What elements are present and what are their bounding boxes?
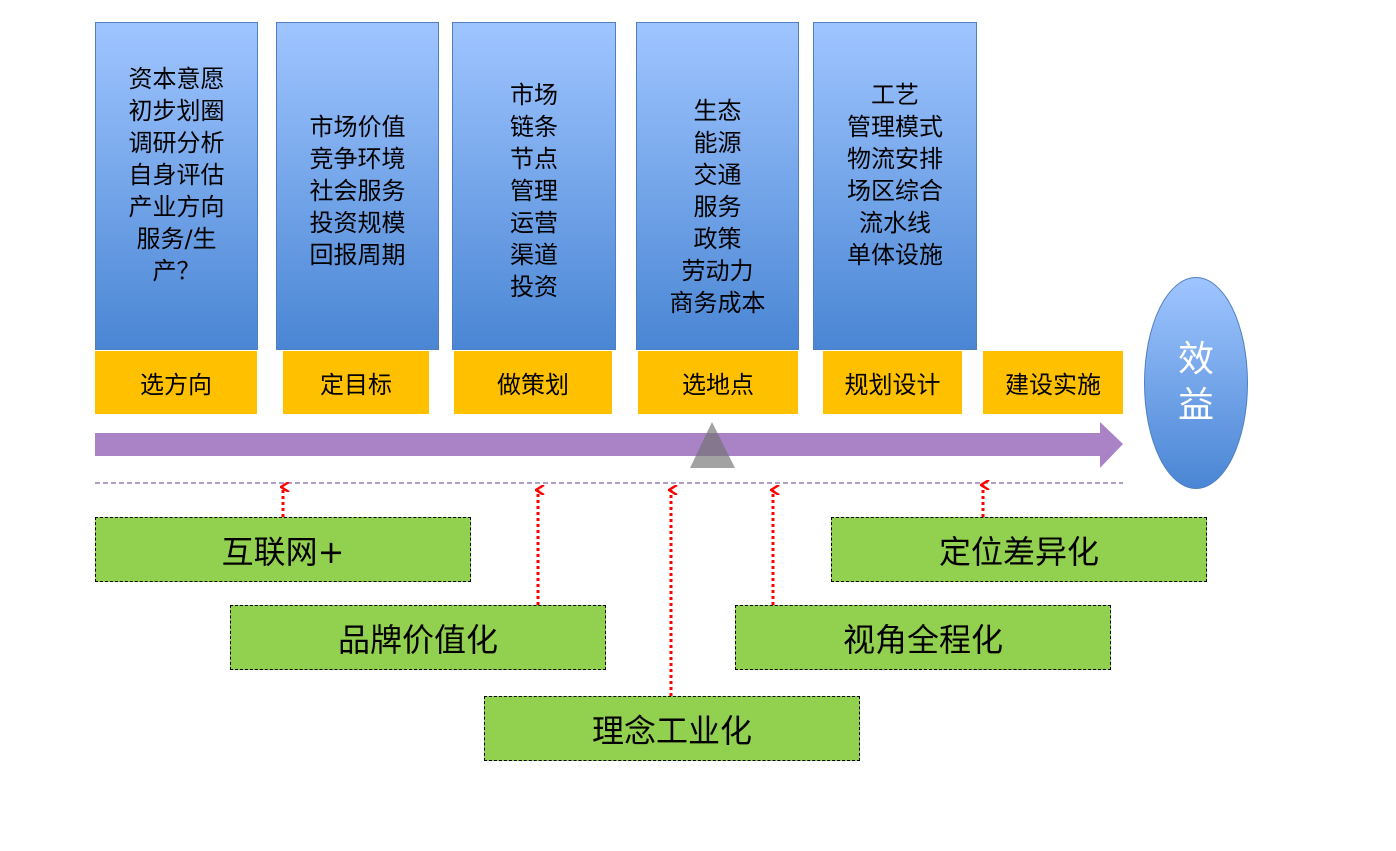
detail-item: 产？ bbox=[152, 257, 201, 285]
detail-item: 渠道 bbox=[510, 241, 558, 269]
principle-box: 定位差异化 bbox=[831, 517, 1207, 582]
result-ellipse: 效 益 bbox=[1144, 277, 1248, 489]
detail-item: 商务成本 bbox=[669, 289, 766, 317]
detail-item: 工艺 bbox=[871, 81, 919, 109]
principle-box: 理念工业化 bbox=[484, 696, 860, 761]
detail-item: 单体设施 bbox=[847, 241, 943, 269]
stage-details-2: 市场价值 竞争环境 社会服务 投资规模 回报周期 bbox=[276, 22, 439, 350]
stage-details-4: 生态 能源 交通 服务 政策 劳动力 商务成本 bbox=[636, 22, 799, 350]
detail-item: 管理模式 bbox=[847, 113, 943, 141]
detail-item: 链条 bbox=[510, 113, 558, 141]
detail-item: 政策 bbox=[693, 225, 742, 253]
principle-box: 品牌价值化 bbox=[230, 605, 606, 670]
detail-item: 市场价值 bbox=[309, 113, 406, 141]
detail-item: 节点 bbox=[510, 145, 558, 173]
detail-item: 投资 bbox=[510, 273, 558, 301]
detail-item: 服务/生 bbox=[136, 225, 217, 253]
detail-item: 生态 bbox=[693, 97, 742, 125]
detail-item: 服务 bbox=[693, 193, 742, 221]
stage-label-1: 选方向 bbox=[95, 351, 257, 414]
stage-label-5: 规划设计 bbox=[823, 351, 962, 414]
stage-details-3: 市场 链条 节点 管理 运营 渠道 投资 bbox=[452, 22, 616, 350]
detail-item: 产业方向 bbox=[128, 193, 225, 221]
detail-item: 物流安排 bbox=[847, 145, 943, 173]
detail-item: 调研分析 bbox=[128, 129, 225, 157]
detail-item: 交通 bbox=[693, 161, 742, 189]
detail-item: 投资规模 bbox=[309, 209, 406, 237]
detail-item: 场区综合 bbox=[847, 177, 943, 205]
principle-box: 互联网+ bbox=[95, 517, 471, 582]
detail-item: 回报周期 bbox=[309, 241, 406, 269]
detail-item: 能源 bbox=[693, 129, 742, 157]
stage-details-1: 资本意愿 初步划圈 调研分析 自身评估 产业方向 服务/生 产？ bbox=[95, 22, 258, 350]
detail-item: 竞争环境 bbox=[309, 145, 406, 173]
stage-label-2: 定目标 bbox=[283, 351, 429, 414]
stage-details-5: 工艺 管理模式 物流安排 场区综合 流水线 单体设施 bbox=[813, 22, 977, 350]
detail-item: 自身评估 bbox=[128, 161, 225, 189]
stage-label-6: 建设实施 bbox=[983, 351, 1123, 414]
stage-label-3: 做策划 bbox=[454, 351, 612, 414]
result-char: 效 bbox=[1177, 339, 1214, 380]
detail-item: 社会服务 bbox=[309, 177, 406, 205]
principle-box: 视角全程化 bbox=[735, 605, 1111, 670]
result-char: 益 bbox=[1177, 385, 1214, 426]
triangle-marker bbox=[690, 422, 735, 468]
stage-label-4: 选地点 bbox=[638, 351, 798, 414]
detail-item: 初步划圈 bbox=[128, 97, 225, 125]
detail-item: 市场 bbox=[510, 81, 558, 109]
detail-item: 运营 bbox=[510, 209, 558, 237]
detail-item: 资本意愿 bbox=[128, 65, 225, 93]
detail-item: 管理 bbox=[510, 177, 558, 205]
detail-item: 劳动力 bbox=[681, 257, 754, 285]
detail-item: 流水线 bbox=[859, 209, 931, 237]
timeline-arrow bbox=[95, 422, 1123, 468]
